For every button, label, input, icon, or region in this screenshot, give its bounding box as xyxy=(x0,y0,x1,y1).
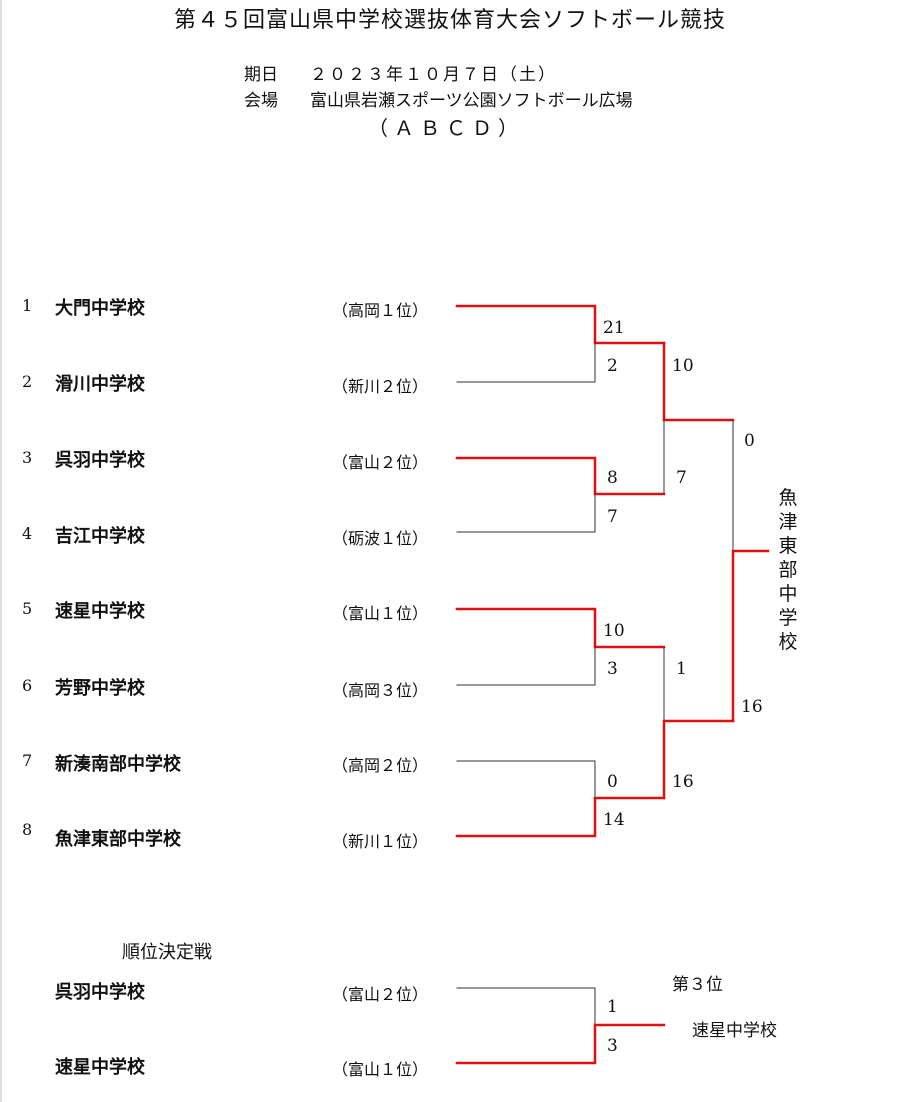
venue-label: 会場 xyxy=(244,91,278,111)
match-score: 0 xyxy=(607,772,618,792)
team-name: 魚津東部中学校 xyxy=(55,829,181,850)
placement-title: 順位決定戦 xyxy=(122,942,212,963)
team-seed: 3 xyxy=(22,448,33,467)
team-name: 吉江中学校 xyxy=(55,526,145,547)
team-seed: 6 xyxy=(22,676,33,695)
match-score: 16 xyxy=(672,772,694,792)
team-name: 滑川中学校 xyxy=(55,374,145,395)
team-name: 新湊南部中学校 xyxy=(55,754,181,775)
match-score: 1 xyxy=(676,659,687,679)
bracket-line-loser xyxy=(456,342,596,383)
date-value: ２０２３年１０月７日（土） xyxy=(310,65,557,85)
match-score: 7 xyxy=(676,468,687,488)
team-name: 速星中学校 xyxy=(55,601,145,622)
bracket-line-winner xyxy=(731,549,770,723)
team-name: 芳野中学校 xyxy=(55,678,145,699)
bracket-line-loser xyxy=(456,760,596,799)
team-seed: 8 xyxy=(22,820,33,839)
team-qualification: （砺波１位） xyxy=(332,529,429,548)
match-score: 7 xyxy=(607,507,618,527)
bracket-line-loser xyxy=(456,646,596,686)
bracket-line-winner xyxy=(455,304,666,345)
team-name: 大門中学校 xyxy=(55,298,145,319)
team-qualification: （高岡２位） xyxy=(332,756,429,775)
match-score: 10 xyxy=(672,356,694,376)
bracket-line-winner xyxy=(662,341,735,422)
date-label: 期日 xyxy=(244,65,278,85)
team-seed: 5 xyxy=(22,599,33,618)
match-score: 0 xyxy=(744,431,755,451)
team-name: 呉羽中学校 xyxy=(55,982,145,1003)
team-qualification: （富山２位） xyxy=(332,985,429,1004)
match-score: 21 xyxy=(603,318,625,338)
team-qualification: （富山１位） xyxy=(332,1060,429,1079)
team-name: 呉羽中学校 xyxy=(55,450,145,471)
match-score: 10 xyxy=(603,621,625,641)
match-score: 3 xyxy=(607,659,618,679)
bracket-line-winner xyxy=(662,719,735,800)
team-seed: 7 xyxy=(22,751,33,770)
team-seed: 4 xyxy=(22,524,33,543)
team-qualification: （高岡３位） xyxy=(332,681,429,700)
bracket-line-loser xyxy=(456,493,596,533)
third-place-label: 第３位 xyxy=(672,975,723,995)
match-score: 1 xyxy=(607,997,618,1017)
team-qualification: （新川２位） xyxy=(332,377,429,396)
bracket-line-winner xyxy=(455,1023,666,1065)
bracket-line-winner xyxy=(455,796,666,838)
team-name: 速星中学校 xyxy=(55,1057,145,1078)
page-edge xyxy=(0,0,2,1102)
team-qualification: （富山１位） xyxy=(332,604,429,623)
venue-value: 富山県岩瀬スポーツ公園ソフトボール広場 xyxy=(310,91,633,111)
tournament-title: 第４５回富山県中学校選抜体育大会ソフトボール競技 xyxy=(173,8,726,33)
match-score: 2 xyxy=(607,356,618,376)
match-score: 3 xyxy=(607,1036,618,1056)
bracket-line-winner xyxy=(455,607,666,649)
team-qualification: （高岡１位） xyxy=(332,301,429,320)
bracket-line-winner xyxy=(455,456,666,496)
match-score: 16 xyxy=(741,697,763,717)
champion-name: 魚津東部中学校 xyxy=(778,487,798,653)
match-score: 14 xyxy=(603,810,625,830)
team-qualification: （富山２位） xyxy=(332,453,429,472)
court-list: （ＡＢＣＤ） xyxy=(368,116,524,140)
third-place-team: 速星中学校 xyxy=(692,1021,777,1041)
match-score: 8 xyxy=(607,468,618,488)
team-seed: 1 xyxy=(22,296,33,315)
team-qualification: （新川１位） xyxy=(332,832,429,851)
bracket-line-loser xyxy=(456,987,596,1026)
team-seed: 2 xyxy=(22,372,33,391)
